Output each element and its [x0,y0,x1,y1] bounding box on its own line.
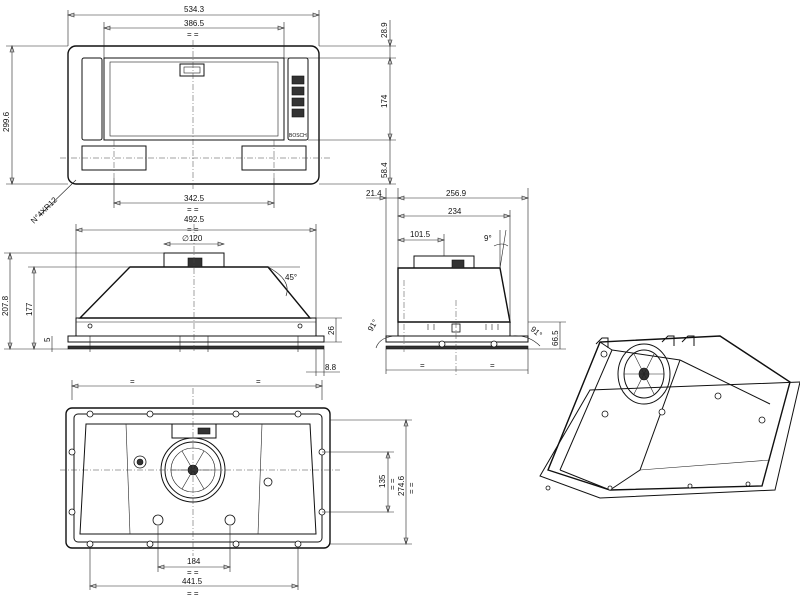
dim-flange-height: 26 [327,326,336,335]
dim-bottom-135: 135 [378,474,387,488]
dim-inner-width-equal: = = [187,30,199,39]
dim-bottom-184-equal: = = [187,568,199,577]
svg-text:BOSCH: BOSCH [289,133,307,139]
top-view-frame [67,45,320,185]
dim-overall-width: 534.3 [184,5,205,14]
top-view: BOSCH 534.3 386.5 = = 299.6 [2,5,396,225]
dim-side-offset-21: 21.4 [366,189,382,198]
filter-handle [179,63,205,77]
isometric-view [539,335,800,499]
dim-bottom-274: 274.6 [397,475,406,496]
dim-rear-offset: 58.4 [380,162,389,178]
dim-inner-depth: 174 [380,94,389,108]
dim-front-width-equal: = = [187,225,199,234]
dim-side-body-depth: 234 [448,207,462,216]
dim-bottom-equal-left: = [130,377,135,386]
dim-side-duct-offset: 101.5 [410,230,431,239]
side-view-duct [413,255,475,269]
dim-bottom-184: 184 [187,557,201,566]
dim-angle-45: 45° [285,273,297,282]
dim-body-height: 177 [25,302,34,316]
dim-slot-spacing: 342.5 [184,194,205,203]
front-view: 492.5 = = ∅120 207.8 177 5 45° 26 8.8 [1,215,342,376]
front-view-flange [67,335,325,343]
dim-overall-depth: 299.6 [2,111,11,132]
dim-bottom-equal-right: = [256,377,261,386]
dim-angle-91-left: 91° [366,318,380,333]
iso-flange [539,381,800,499]
dim-side-equal-right: = [490,361,495,370]
dim-bottom-135-equal: = = [388,478,397,490]
dim-duct-diameter: ∅120 [182,234,203,243]
dim-front-width: 492.5 [184,215,205,224]
dim-side-equal-left: = [420,361,425,370]
dim-total-height: 207.8 [1,295,10,316]
side-view: 21.4 256.9 234 101.5 9° 91° 91° 66.5 = = [366,188,566,376]
bottom-view-frame [65,407,331,549]
dim-side-offset: 8.8 [325,363,337,372]
front-view-body [78,266,312,319]
dim-slot-spacing-equal: = = [187,205,199,214]
dim-side-overall-depth: 256.9 [446,189,467,198]
dim-angle-91-right: 91° [529,325,544,340]
dim-angle-9: 9° [484,234,492,243]
dim-side-height: 66.5 [551,330,560,346]
iso-fan [617,343,671,405]
bottom-view: = = 135 = = 274.6 = = 184 = = 441.5 = = [60,377,416,598]
side-view-body [397,267,511,323]
dim-bottom-441: 441.5 [182,577,203,586]
dim-inner-width: 386.5 [184,19,205,28]
top-view-opening [103,57,285,141]
dim-front-offset: 28.9 [380,22,389,38]
side-view-flange [385,335,529,343]
dim-lip: 5 [43,337,52,342]
dim-bottom-441-equal: = = [187,589,199,598]
note-mount-holes: N°4XR12 [29,195,59,225]
dim-bottom-274-equal: = = [407,482,416,494]
